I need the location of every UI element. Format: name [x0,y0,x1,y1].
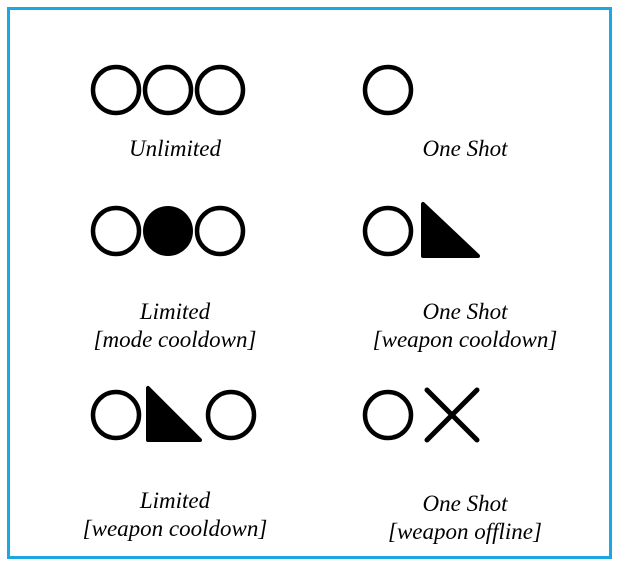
legend-label: Limited [mode cooldown] [30,298,320,354]
legend-label: One Shot [weapon offline] [320,490,610,546]
icon-row [90,205,246,257]
legend-item-one-shot: One Shot [320,55,610,215]
filled-triangle-icon [146,386,202,442]
legend-subtitle: [weapon cooldown] [372,327,558,352]
filled-triangle-icon [421,202,480,258]
hollow-circle-icon [90,205,142,257]
icon-row [362,387,480,443]
legend-title: One Shot [422,299,508,324]
legend-title: Unlimited [129,136,221,161]
x-cross-icon [424,387,480,443]
filled-circle-icon [143,206,193,256]
hollow-circle-icon [90,64,142,116]
legend-label: Limited [weapon cooldown] [30,487,320,543]
legend-label: One Shot [weapon cooldown] [320,298,610,354]
legend-subtitle: [weapon offline] [388,519,542,544]
legend-title: One Shot [422,491,508,516]
legend-item-one-shot-weapon-cooldown: One Shot [weapon cooldown] [320,196,610,356]
icon-row [362,64,414,116]
legend-title: Limited [139,488,211,513]
legend-frame: Unlimited One Shot Limited [mode cooldow… [7,7,612,559]
icon-row [90,386,257,442]
legend-subtitle: [weapon cooldown] [82,516,268,541]
legend-title: One Shot [422,136,508,161]
hollow-circle-icon [142,64,194,116]
legend-item-one-shot-weapon-offline: One Shot [weapon offline] [320,380,610,544]
hollow-circle-icon [194,64,246,116]
hollow-circle-icon [362,64,414,116]
hollow-circle-icon [194,205,246,257]
legend-title: Limited [139,299,211,324]
hollow-circle-icon [362,389,414,441]
legend-item-limited-weapon-cooldown: Limited [weapon cooldown] [30,380,320,543]
hollow-circle-icon [90,389,142,441]
legend-label: One Shot [320,135,610,163]
icon-row [90,64,246,116]
hollow-circle-icon [205,389,257,441]
icon-row [362,202,480,258]
legend-item-unlimited: Unlimited [30,55,320,215]
legend-subtitle: [mode cooldown] [93,327,257,352]
hollow-circle-icon [362,205,414,257]
legend-item-limited-mode-cooldown: Limited [mode cooldown] [30,196,320,356]
legend-label: Unlimited [30,135,320,163]
